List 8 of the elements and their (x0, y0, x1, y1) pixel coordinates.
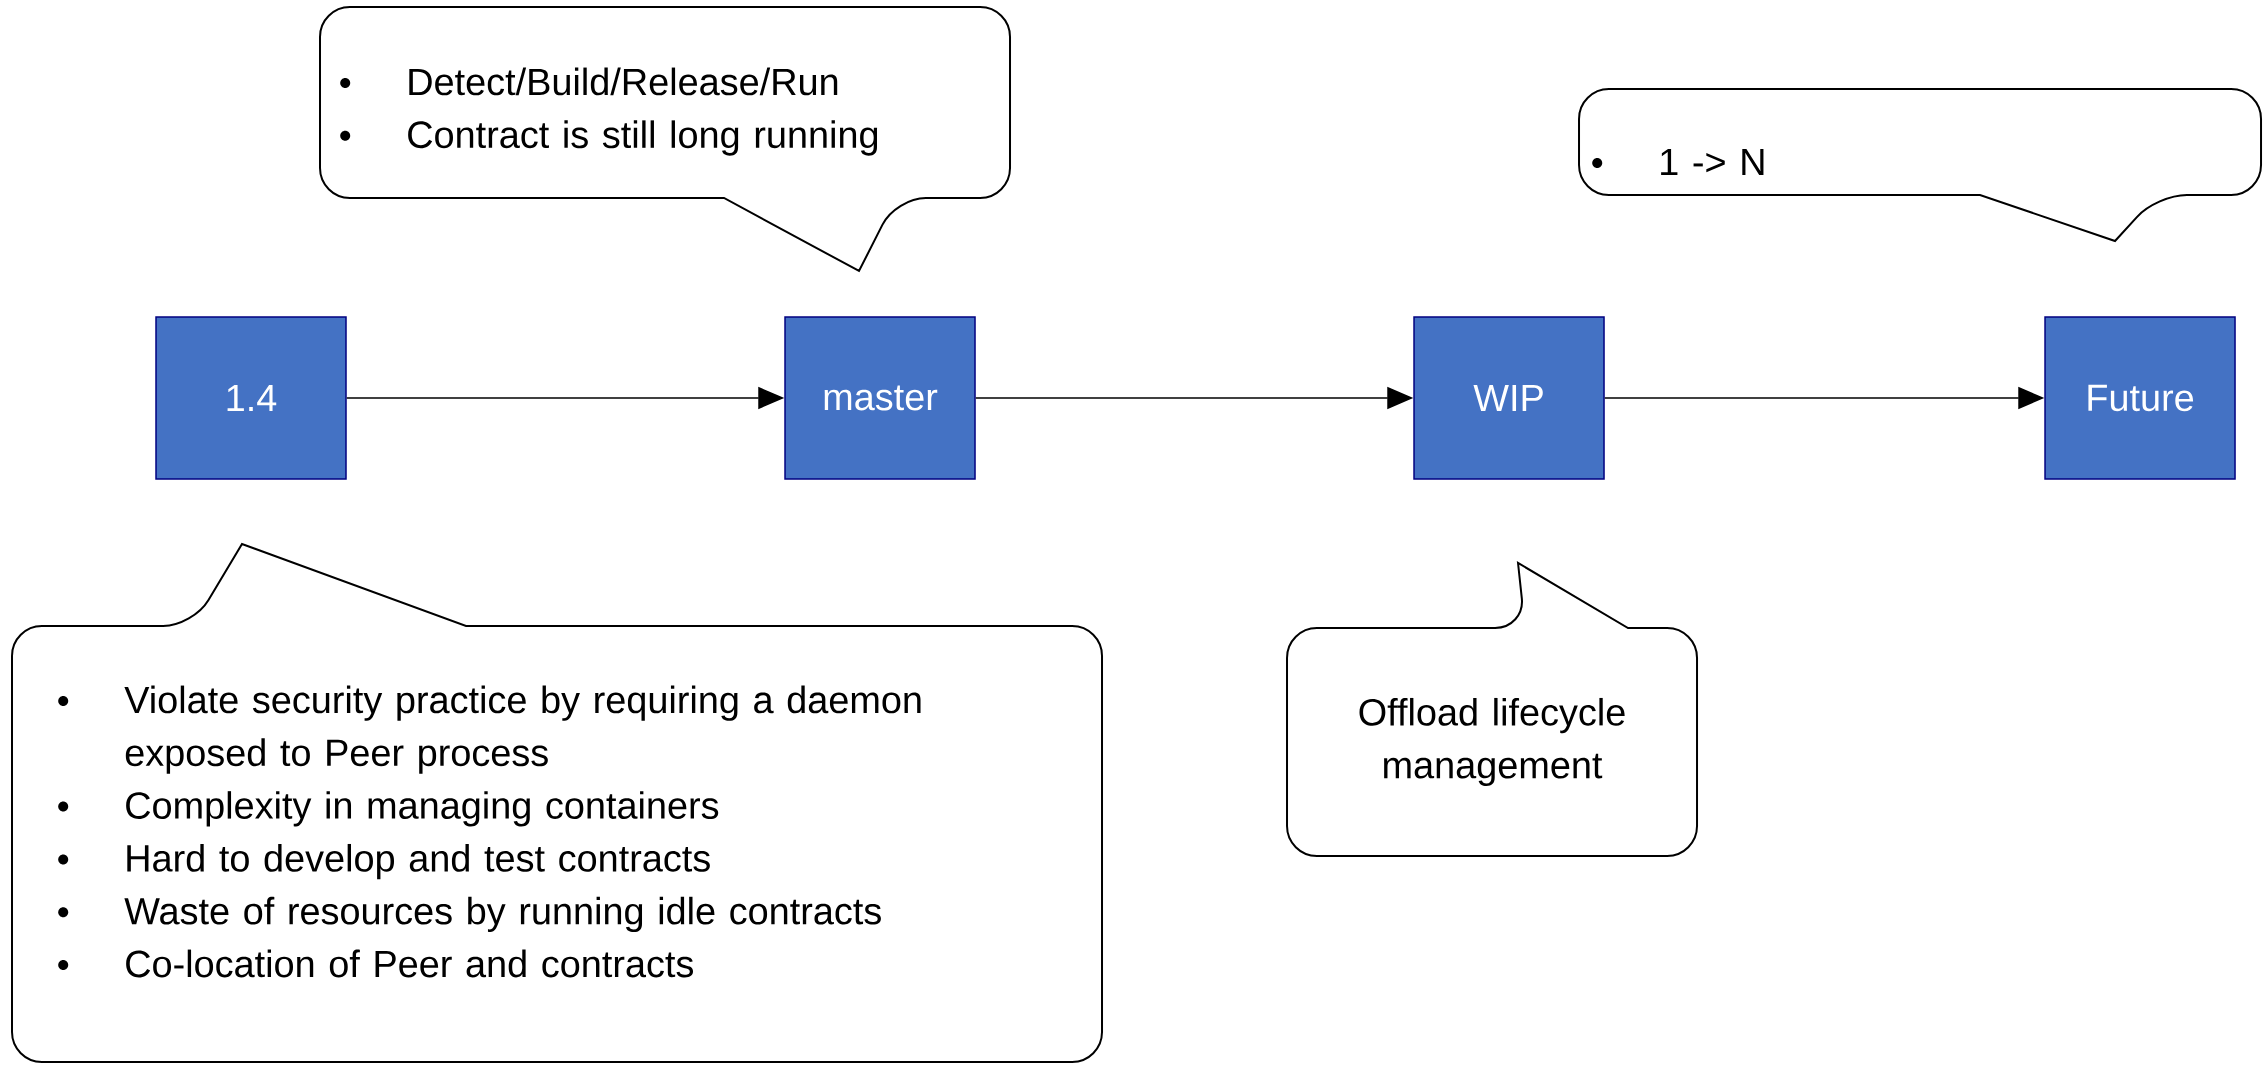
callout: 1 -> N (1578, 88, 2263, 242)
stage-box: 1.4 (155, 316, 347, 480)
stage-box: Future (2044, 316, 2236, 480)
stage-box: WIP (1413, 316, 1605, 480)
stage-box: master (784, 316, 976, 480)
callout: Offload lifecycle management (1286, 562, 1698, 857)
callout: Detect/Build/Release/Run Contract is still long running (319, 6, 1011, 272)
callout: Violate security practice by requiring a daemon exposed to Peer process Complexity in managing containers Hard to develop and test contracts Waste of resources by running idle contracts Co-location of Peer and contracts (11, 543, 1103, 1063)
